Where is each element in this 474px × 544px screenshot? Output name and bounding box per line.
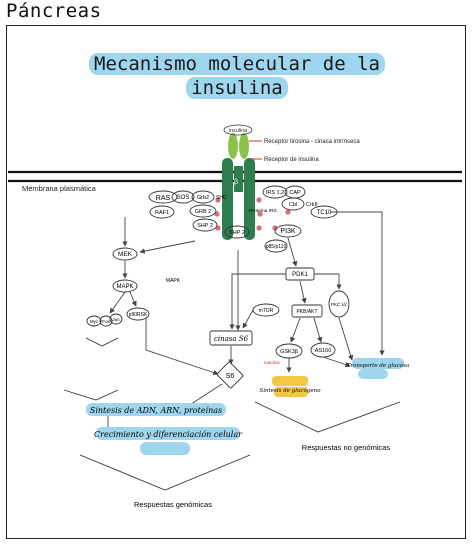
raf1-node: RAF1 [155,210,169,216]
raf1-node-shape [149,205,175,219]
phosphate-dots [214,197,291,231]
page-title: Páncreas [6,0,102,22]
beta-subunit-label: β [234,179,238,186]
grb2-right-node-shape [189,204,217,218]
grb2-right-node: GRB 2 [195,209,212,215]
sintesis-adn-outcome: Síntesis de ADN, ARN, proteínas [90,406,222,415]
cinasa-s6-node: cinasa S6 [214,335,249,343]
ras-node: RAS [156,195,171,202]
outcome-highlights [86,358,404,455]
jun-node: Jun [112,317,120,322]
insulin-ligand [223,124,253,136]
insulin-ligand-label: insulina [229,128,249,134]
mapk-right-node: MAPK [166,278,181,284]
shp2-mid-node-shape [224,225,250,239]
pi3k-node-shape [274,224,302,238]
respuestas-no-genomicas-label: Respuestas no genómicas [302,443,391,452]
transporte-outcome: Transporte de glucosa [347,363,409,369]
mapk-node: MAPK [116,284,133,290]
insulin-receptor-legend: Receptor de insulina [264,157,319,163]
diagram-frame [6,25,466,539]
crk-node: CrkII [306,202,318,208]
cbl-node: Cbl [289,202,297,208]
grb2-node: Grb2 [197,195,209,201]
myc-node: Myc [90,319,99,324]
p90rsk-node: p90RSK [129,312,148,318]
shp2-mid-node: SHP 2 [229,230,245,236]
s6-node: S6 [226,373,235,380]
pkc-node: PKC λ/ζ [331,302,347,307]
glucogeno-highlights [272,376,308,397]
irs12-node-shape [262,185,288,199]
respuestas-genomicas-label: Respuestas genómicas [134,500,212,509]
sos-node-shape [171,190,195,204]
glucogeno-outcome: Síntesis de glucógeno [259,387,321,394]
cbl-node-shape [281,197,305,211]
tc10-node: TC10 [317,210,332,216]
shc-node: SHC [216,195,227,201]
mtor-node: mTOR [259,308,274,314]
pdk1-node: PDK1 [292,272,308,278]
ras-node-shape [148,190,178,204]
shp2-left-node-shape [192,218,218,232]
as160-node: AS160 [315,348,332,354]
shp2-left-node: SHP 2 [197,223,213,229]
fos-node: Fos [102,319,110,324]
p85-node: p85/p110 [266,244,287,250]
diagram-heading-line2: insulina [0,77,474,99]
mek-node: MEK [118,251,133,258]
pi3k-node: PI3K [280,228,296,235]
sos-node: SOS [177,195,190,201]
proteina-irs-node: Proteína IRS [249,208,276,214]
pkb-node: PKB/AKT [296,309,317,315]
insulin-receptor [222,133,255,240]
tyrosine-kinase-legend: Receptor tirosina - cinasa intrínseca [264,139,360,145]
grb2-node-shape [191,190,215,204]
inactiva-label: inactiva [264,360,280,365]
cap-node: CAP [289,190,301,196]
diagram-heading-line1: Mecanismo molecular de la [0,53,474,75]
membrane-label: Membrana plasmática [22,184,97,193]
p85-node-shape [264,239,288,253]
crecimiento-outcome: Crecimiento y diferenciación celular [94,430,243,439]
irs12-node: IRS 1,2 [266,190,284,196]
gsk3b-node: GSK3β [280,349,298,355]
